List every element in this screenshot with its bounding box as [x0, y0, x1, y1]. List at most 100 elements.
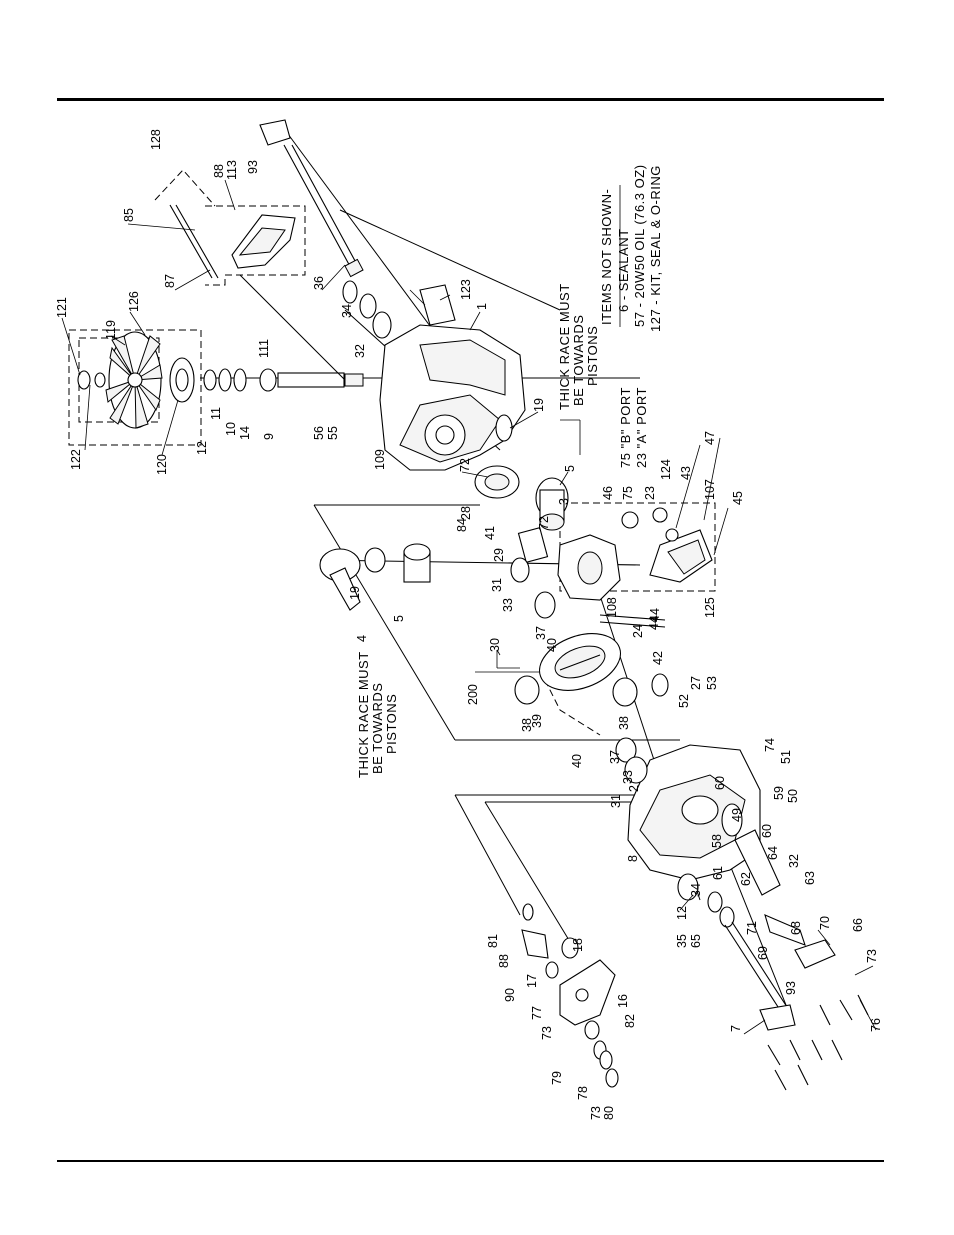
callout: 39: [530, 714, 544, 728]
callout: 78: [576, 1086, 590, 1100]
lower-axle-shaft: [724, 921, 796, 1031]
callout: 50: [786, 789, 800, 803]
callout: 85: [122, 208, 136, 222]
callout: 70: [818, 916, 832, 930]
pinion-29: [517, 526, 549, 564]
callout: 24: [631, 624, 645, 638]
thick-race-note-line1: THICK RACE MUST: [356, 651, 371, 778]
drive-pulley: [169, 357, 195, 403]
pump-housing-4: [319, 548, 361, 611]
callout: 10: [224, 422, 238, 436]
callout: 88: [212, 164, 226, 178]
callout: 68: [789, 921, 803, 935]
callout: 73: [540, 1026, 554, 1040]
port-a-label: 23 "A" PORT: [634, 387, 649, 468]
cooling-fan: [105, 331, 163, 429]
items-header: ITEMS NOT SHOWN-: [599, 189, 614, 325]
callout: 35: [675, 934, 689, 948]
brake-bracket-18: [559, 959, 616, 1026]
brake-shaft-24: [599, 614, 666, 628]
thick-race-note-line3: PISTONS: [585, 326, 600, 386]
callout: 41: [483, 526, 497, 540]
callout: 72: [537, 516, 551, 530]
callout: 64: [766, 846, 780, 860]
callout: 121: [55, 297, 69, 318]
callout: 18: [571, 938, 585, 952]
callout: 17: [525, 974, 539, 988]
callout: 34: [340, 304, 354, 318]
callout: 120: [155, 454, 169, 475]
callout: 4: [355, 635, 369, 642]
callout: 16: [616, 994, 630, 1008]
callout: 126: [127, 291, 141, 312]
bull-gear-200: [538, 633, 622, 691]
callout: 23: [643, 486, 657, 500]
callout: 82: [623, 1014, 637, 1028]
callout: 53: [705, 676, 719, 690]
callout: 69: [756, 946, 770, 960]
callout: 33: [501, 598, 515, 612]
callout: 11: [209, 407, 223, 420]
callout: 43: [679, 466, 693, 480]
callout: 38: [617, 716, 631, 730]
callout: 60: [713, 776, 727, 790]
callout: 71: [745, 921, 759, 935]
callout: 7: [729, 1025, 743, 1032]
callout: 73: [865, 949, 879, 963]
port-labels: 75 "B" PORT 23 "A" PORT: [618, 387, 649, 468]
callout: 2: [627, 785, 641, 792]
callout: 108: [605, 597, 619, 618]
callout: 93: [246, 160, 260, 174]
callout: 29: [492, 548, 506, 562]
brake-arm-63-68: [764, 914, 836, 969]
callout: 40: [545, 638, 559, 652]
item-6: 6 - SEALANT: [616, 228, 631, 312]
callout: 75: [621, 486, 635, 500]
callout: 32: [353, 344, 367, 358]
callout: 55: [326, 426, 340, 440]
callout: 19: [348, 586, 362, 600]
brake-disc-59: [721, 803, 743, 837]
port-fittings: [621, 507, 679, 542]
callout: 12: [675, 906, 689, 920]
callout: 66: [851, 918, 865, 932]
bearing-19-left: [364, 547, 386, 573]
callout: 47: [703, 431, 717, 445]
callout: 5: [392, 615, 406, 622]
thick-race-note-line2: BE TOWARDS: [370, 683, 385, 774]
callout: 124: [659, 459, 673, 480]
callout: 58: [710, 834, 724, 848]
control-arm-58: [734, 829, 781, 896]
lower-diff-gears: [615, 737, 648, 784]
input-shaft: [277, 372, 364, 388]
cylinder-block-5-left: [403, 543, 431, 583]
callout: 14: [238, 426, 252, 440]
lower-housing: [627, 744, 761, 881]
callout: 27: [689, 676, 703, 690]
callout: 61: [711, 866, 725, 880]
callout: 51: [779, 750, 793, 764]
callout: 65: [689, 934, 703, 948]
callout: 8: [626, 855, 640, 862]
assembly-axis-lines: [200, 129, 791, 1016]
callout: 93: [784, 981, 798, 995]
callout: 40: [570, 754, 584, 768]
washer-stack: [77, 368, 277, 392]
callout: 123: [459, 279, 473, 300]
callout-leaders: [61, 179, 877, 1035]
thick-race-note-line2: BE TOWARDS: [571, 315, 586, 406]
callout: 44: [647, 616, 661, 630]
item-57: 57 - 20W50 OIL (76.3 OZ): [632, 164, 647, 327]
callout: 31: [490, 578, 504, 592]
callout: 9: [262, 433, 276, 440]
bearing-19: [495, 414, 513, 442]
callout: 52: [677, 694, 691, 708]
bottom-rule: [57, 1160, 884, 1162]
callout: 3: [557, 498, 571, 505]
callout: 12: [195, 441, 209, 455]
items-not-shown-note: ITEMS NOT SHOWN- 6 - SEALANT 57 - 20W50 …: [599, 164, 663, 332]
spur-gear-28: [474, 465, 520, 499]
callout: 28: [459, 506, 473, 520]
callout: 122: [69, 449, 83, 470]
